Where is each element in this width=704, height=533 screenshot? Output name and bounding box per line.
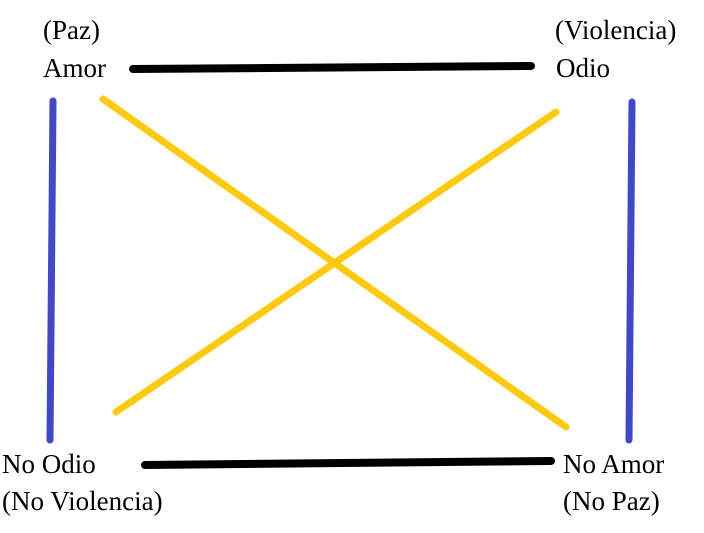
diagonal-contradiction-line-odio-noodio [112, 108, 560, 416]
label-violencia: (Violencia) [555, 15, 677, 45]
label-no-odio: No Odio [2, 449, 96, 479]
label-no-amor: No Amor [563, 449, 665, 479]
label-amor: Amor [43, 53, 106, 83]
left-implication-line [46, 97, 57, 444]
top-contrary-line [129, 62, 535, 73]
right-implication-line [625, 98, 636, 444]
label-no-violencia: (No Violencia) [2, 486, 163, 516]
label-odio: Odio [556, 53, 610, 83]
label-paz: (Paz) [43, 15, 100, 45]
label-no-paz: (No Paz) [563, 486, 660, 516]
bottom-contrary-line [141, 457, 555, 469]
